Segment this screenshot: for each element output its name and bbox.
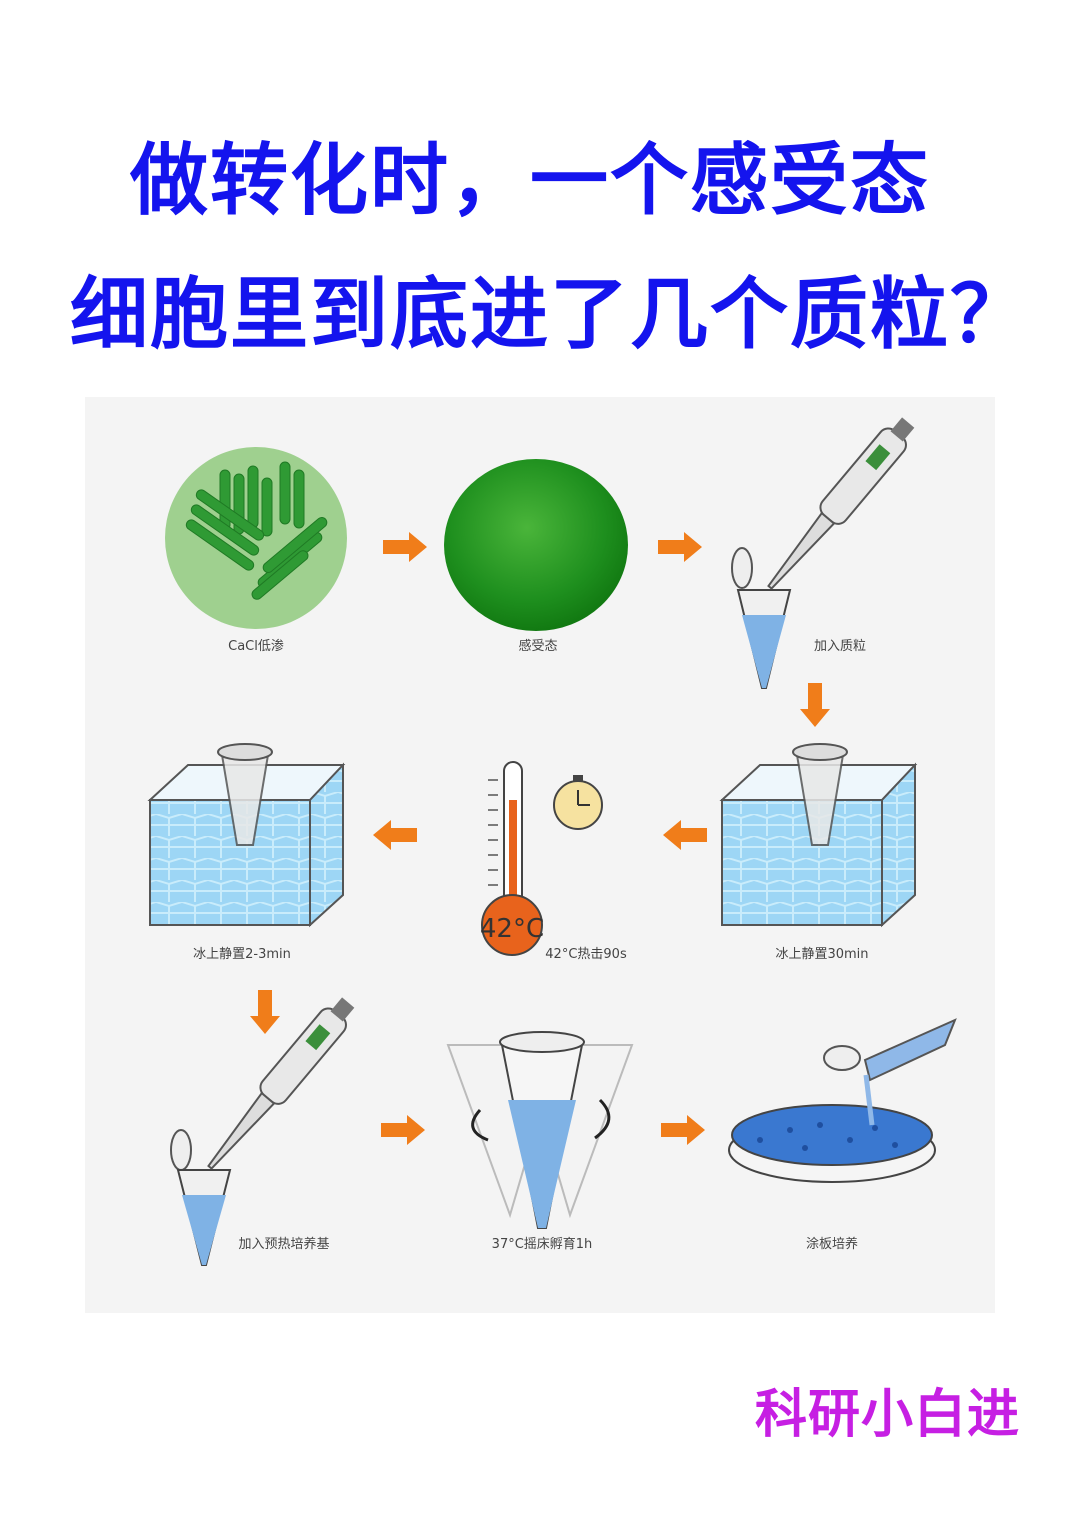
step-label: 加入预热培养基 <box>238 1236 329 1252</box>
thermometer-stopwatch-icon: 42°C <box>480 761 603 956</box>
ice-box-icon <box>147 743 346 928</box>
pipette-tube-icon <box>731 417 915 689</box>
step-label: 42°C热击90s <box>545 947 627 962</box>
pipette-tube-icon <box>170 997 355 1266</box>
petri-dish-icon <box>728 1018 957 1183</box>
step-label: 冰上静置2-3min <box>193 947 291 962</box>
step-label: 涂板培养 <box>806 1236 858 1252</box>
thermometer-reading: 42°C <box>480 914 544 944</box>
step-label: 37°C摇床孵育1h <box>492 1236 593 1252</box>
bacteria-icon <box>165 447 347 629</box>
ice-box-icon <box>719 743 918 928</box>
competent-cell-icon <box>444 459 628 631</box>
step-label: CaCl低渗 <box>228 639 284 654</box>
title-line-1: 做转化时，一个感受态 <box>129 136 930 226</box>
title-line-2: 细胞里到底进了几个质粒？ <box>69 270 1030 360</box>
step-label: 感受态 <box>518 638 557 654</box>
step-label: 加入质粒 <box>814 639 866 654</box>
step-label: 冰上静置30min <box>775 947 868 962</box>
shaking-tube-icon <box>446 1031 634 1229</box>
footer-watermark: 科研小白进 <box>755 1385 1021 1445</box>
